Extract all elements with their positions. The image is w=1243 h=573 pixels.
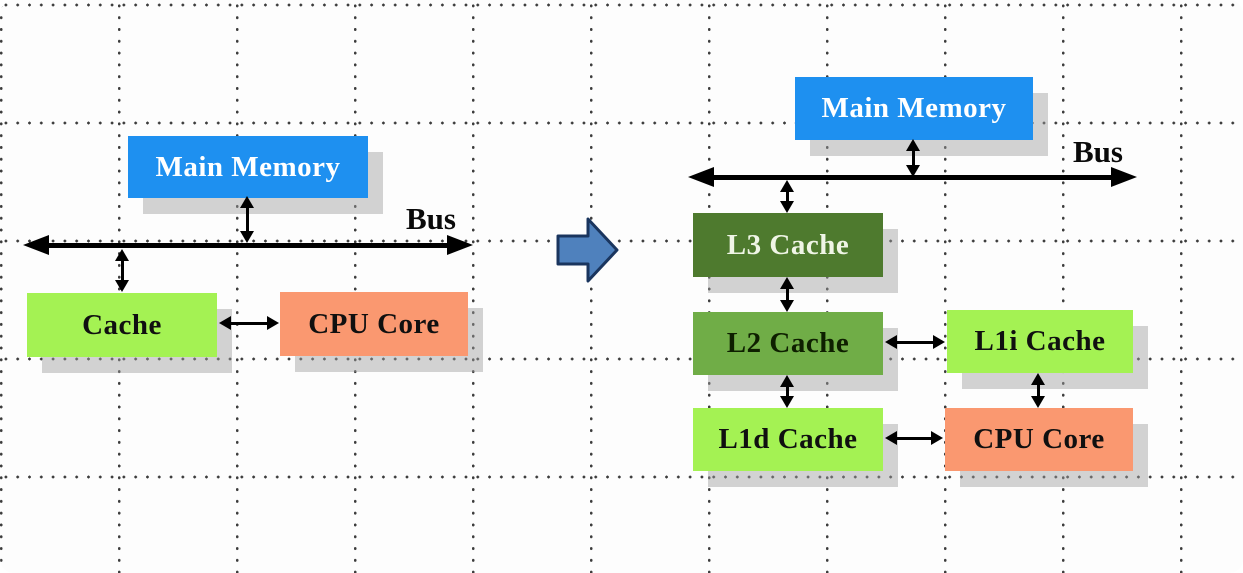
left-arrow-bus-cache [115,249,129,292]
left-main-memory-label: Main Memory [155,150,341,183]
right-main-memory-box: Main Memory [795,77,1033,140]
left-main-memory-box: Main Memory [128,136,368,198]
right-arrow-mainmemory-bus [906,139,920,177]
left-cache-label: Cache [82,308,162,341]
right-l1i-cache-box: L1i Cache [947,310,1133,373]
right-arrow-bus-l3 [780,180,794,213]
left-bus-label: Bus [406,201,456,236]
right-l1i-cache-label: L1i Cache [974,325,1106,357]
right-l2-cache-box: L2 Cache [693,312,883,375]
right-cpu-core-label: CPU Core [973,423,1105,455]
left-arrow-mainmemory-bus [240,196,254,243]
left-cpu-core-box: CPU Core [280,292,468,356]
right-main-memory-label: Main Memory [821,92,1007,124]
right-arrow-l2-l1d [780,375,794,408]
right-arrow-l3-l2 [780,277,794,312]
right-cpu-core-box: CPU Core [945,408,1133,471]
left-bus-line [23,235,473,255]
right-l2-cache-label: L2 Cache [726,327,850,359]
left-arrow-cache-cpu [219,316,279,330]
right-arrow-l1d-cpu [885,431,943,445]
left-cache-box: Cache [27,293,217,357]
right-bus-label: Bus [1073,134,1123,169]
right-l1d-cache-box: L1d Cache [693,408,883,471]
right-arrow-l1i-cpu [1031,373,1045,408]
left-cpu-core-label: CPU Core [308,307,440,340]
right-l3-cache-box: L3 Cache [693,213,883,277]
right-l1d-cache-label: L1d Cache [718,423,858,455]
right-l3-cache-label: L3 Cache [726,228,850,261]
right-bus-line [688,167,1137,187]
transition-arrow-icon [556,217,619,283]
right-arrow-l2-l1i [885,335,945,349]
